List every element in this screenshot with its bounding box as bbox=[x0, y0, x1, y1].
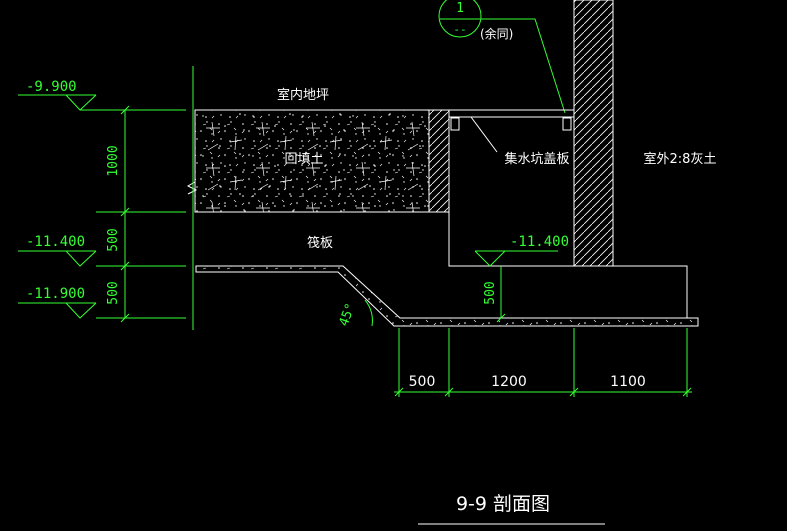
dim-500-pit: 500 bbox=[483, 281, 498, 304]
raft-slab bbox=[195, 265, 699, 327]
label-sump-cover: 集水坑盖板 bbox=[504, 151, 569, 167]
label-backfill: 回填土 bbox=[284, 152, 323, 167]
angle-value: 45° bbox=[337, 301, 359, 328]
label-outdoor-soil: 室外2:8灰土 bbox=[644, 151, 717, 167]
detail-callout: 1 -- (余同) bbox=[438, 0, 566, 114]
elev-pit-value: -11.400 bbox=[510, 234, 569, 250]
label-indoor-floor: 室内地坪 bbox=[277, 87, 329, 103]
dim-500-b: 500 bbox=[106, 281, 121, 304]
dim-h-1200: 1200 bbox=[491, 374, 527, 390]
sump-cover bbox=[448, 116, 574, 267]
angle-annotation: 45° bbox=[337, 299, 373, 328]
break-mark bbox=[186, 181, 198, 195]
left-dim-chain: 1000 500 500 bbox=[96, 66, 194, 330]
elevation-bottom-left: -11.900 bbox=[18, 286, 97, 319]
dim-h-500: 500 bbox=[409, 374, 436, 390]
dim-1000: 1000 bbox=[106, 145, 121, 176]
dim-h-1100: 1100 bbox=[610, 374, 646, 390]
pit-side-wall bbox=[428, 109, 450, 213]
callout-leader bbox=[481, 18, 566, 114]
elev-top-value: -9.900 bbox=[26, 79, 77, 95]
pit-depth-dim: 500 bbox=[483, 266, 506, 323]
outer-wall bbox=[573, 0, 614, 267]
elev-mid-value: -11.400 bbox=[26, 234, 85, 250]
drawing-title: 9-9 剖面图 bbox=[418, 493, 605, 525]
sump-cover-leader bbox=[470, 116, 498, 153]
label-raft: 筏板 bbox=[307, 235, 333, 251]
elev-bottom-value: -11.900 bbox=[26, 286, 85, 302]
callout-sheet: -- bbox=[453, 23, 466, 36]
callout-number: 1 bbox=[456, 1, 464, 16]
pit-outline bbox=[448, 117, 574, 267]
dim-500-a: 500 bbox=[106, 228, 121, 251]
title-text: 9-9 剖面图 bbox=[456, 493, 550, 515]
bottom-dim-chain: 500 1200 1100 bbox=[394, 328, 692, 397]
elevation-mid-left: -11.400 bbox=[18, 234, 97, 267]
elevation-top: -9.900 bbox=[18, 79, 97, 111]
elevation-pit: -11.400 bbox=[474, 234, 569, 267]
callout-circle bbox=[438, 0, 482, 38]
callout-note: (余同) bbox=[480, 26, 513, 41]
